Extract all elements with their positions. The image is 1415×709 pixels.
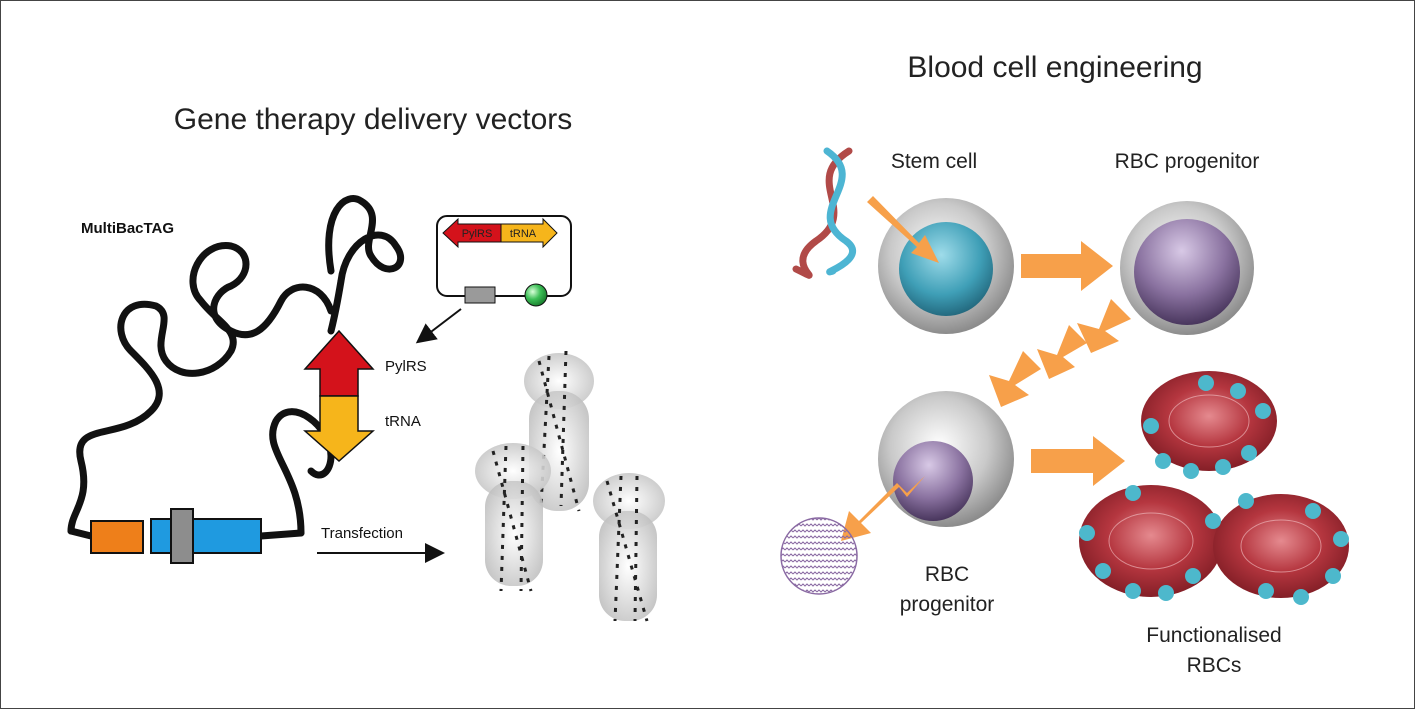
- diagonal-arrow-3: [989, 351, 1041, 407]
- enucleation-arrow: [841, 476, 925, 541]
- dna-helix-icon: [792, 147, 857, 279]
- progenitor-top-label: RBC progenitor: [1115, 150, 1260, 173]
- rbc-cell-3: [1213, 494, 1349, 598]
- blue-gene-block: [150, 518, 262, 554]
- plasmid-trna-arrow: [500, 217, 558, 249]
- diagonal-arrow-1: [1077, 299, 1131, 353]
- progenitor-top-nucleus: [1134, 219, 1240, 325]
- plasmid-grey-box: [464, 286, 496, 304]
- grey-gene-marker: [170, 508, 194, 564]
- dna-backbone-lower: [67, 527, 305, 540]
- plasmid-to-insert-arrow: [415, 308, 462, 344]
- baculovirus-particle-2: [475, 443, 551, 592]
- orange-gene-block: [90, 520, 144, 554]
- pylrs-insert-arrow: [303, 329, 375, 397]
- functionalised-label-2: RBCs: [1187, 654, 1242, 677]
- plasmid-outline: [436, 215, 572, 297]
- dna-insertion-arrow: [867, 196, 939, 263]
- diagonal-arrow-2: [1037, 325, 1087, 379]
- right-panel-title: Blood cell engineering: [907, 51, 1202, 84]
- trna-label: tRNA: [385, 413, 421, 430]
- plasmid-trna-text: tRNA: [510, 228, 537, 240]
- progenitor-bottom-nucleus: [893, 441, 973, 521]
- baculovirus-particle-3: [593, 473, 665, 622]
- stem-to-progenitor-arrow: [1021, 241, 1113, 291]
- left-panel-title: Gene therapy delivery vectors: [174, 103, 573, 136]
- plasmid-pylrs-text: PylRS: [462, 228, 493, 240]
- transfection-label: Transfection: [321, 525, 403, 542]
- progenitor-to-rbc-arrow: [1031, 436, 1125, 486]
- functionalised-label-1: Functionalised: [1146, 624, 1281, 647]
- progenitor-bottom-label-2: progenitor: [900, 593, 995, 616]
- stem-cell-label: Stem cell: [891, 150, 977, 173]
- pylrs-label: PylRS: [385, 358, 427, 375]
- progenitor-bottom-label-1: RBC: [925, 563, 969, 586]
- expelled-nucleus: [780, 517, 858, 595]
- stem-cell-nucleus: [899, 222, 993, 316]
- dna-backbone: [67, 195, 405, 537]
- rbc-cell-2: [1079, 485, 1223, 597]
- plasmid-green-ball: [524, 283, 548, 307]
- rbc-surface-tags: [1079, 375, 1349, 605]
- trna-insert-arrow: [303, 395, 375, 463]
- multibactag-label: MultiBacTAG: [81, 220, 174, 237]
